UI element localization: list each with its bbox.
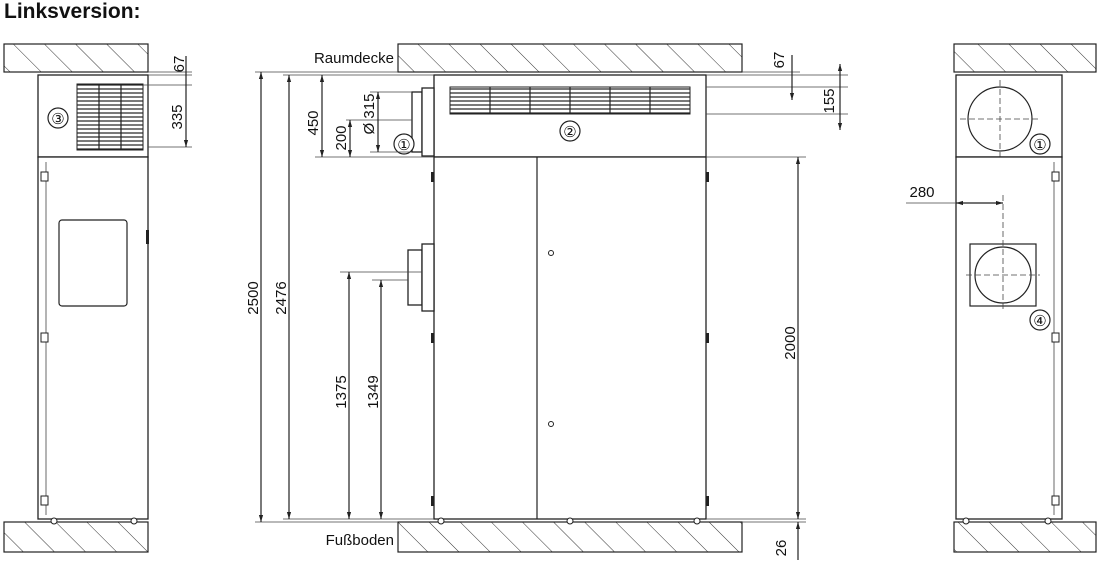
left-side-view: ③ 67 335 <box>3 43 192 553</box>
duct-stub-middle <box>407 249 423 306</box>
hinge-left-1 <box>40 171 49 182</box>
hinge-left-2 <box>40 332 49 343</box>
callout-4-circle <box>1029 309 1051 331</box>
foot-left-1 <box>50 517 58 525</box>
window-left <box>58 219 128 307</box>
hinge-right-2 <box>1051 332 1060 343</box>
foot-left-2 <box>130 517 138 525</box>
floor-slab-right <box>953 521 1097 553</box>
callout-2: ② <box>563 124 576 141</box>
callout-3-circle <box>47 107 69 129</box>
lock-upper <box>548 250 554 256</box>
dim-280: 280 <box>909 184 934 201</box>
foot-right-1 <box>962 517 970 525</box>
dim-1349: 1349 <box>365 375 382 408</box>
cabinet-body-left <box>37 156 149 520</box>
floor-slab-left <box>3 521 149 553</box>
dim-67-mid: 67 <box>771 52 788 69</box>
callout-3: ③ <box>51 111 64 128</box>
dim-155: 155 <box>821 88 838 113</box>
right-side-view: ① ④ 280 <box>906 43 1097 553</box>
diagram-title: Linksversion: <box>4 0 141 23</box>
foot-front-3 <box>693 517 701 525</box>
callout-1-front: ① <box>397 137 410 154</box>
dim-1375: 1375 <box>333 375 350 408</box>
dim-2000: 2000 <box>782 326 799 359</box>
ceiling-slab-left <box>3 43 149 73</box>
foot-right-2 <box>1044 517 1052 525</box>
callout-2-circle <box>559 120 581 142</box>
lock-lower <box>548 421 554 427</box>
callout-1-right: ① <box>1033 137 1046 154</box>
callout-1-circle-front <box>393 133 415 155</box>
dim-450: 450 <box>305 110 322 135</box>
dim-26: 26 <box>773 540 790 557</box>
foot-front-2 <box>566 517 574 525</box>
ceiling-label: Raumdecke <box>314 50 394 67</box>
cabinet-body-front <box>433 156 707 520</box>
front-view: Raumdecke Fußboden ② ① <box>245 43 848 560</box>
callout-4: ④ <box>1033 313 1046 330</box>
hinge-left-3 <box>40 495 49 506</box>
hinge-right-1 <box>1051 171 1060 182</box>
floor-label: Fußboden <box>326 532 394 549</box>
callout-1-circle-right <box>1029 133 1051 155</box>
grille-left <box>76 83 144 151</box>
cabinet-body-right <box>955 156 1063 520</box>
ceiling-slab-right <box>953 43 1097 73</box>
floor-slab-front <box>397 521 743 553</box>
hinge-right-3 <box>1051 495 1060 506</box>
ceiling-slab-front <box>397 43 743 73</box>
dim-2476: 2476 <box>273 281 290 314</box>
dim-d315: Ø 315 <box>361 94 378 135</box>
dim-2500: 2500 <box>245 281 262 314</box>
foot-front-1 <box>437 517 445 525</box>
dim-67-left: 67 <box>171 56 188 73</box>
dim-200: 200 <box>333 125 350 150</box>
dim-335: 335 <box>169 104 186 129</box>
